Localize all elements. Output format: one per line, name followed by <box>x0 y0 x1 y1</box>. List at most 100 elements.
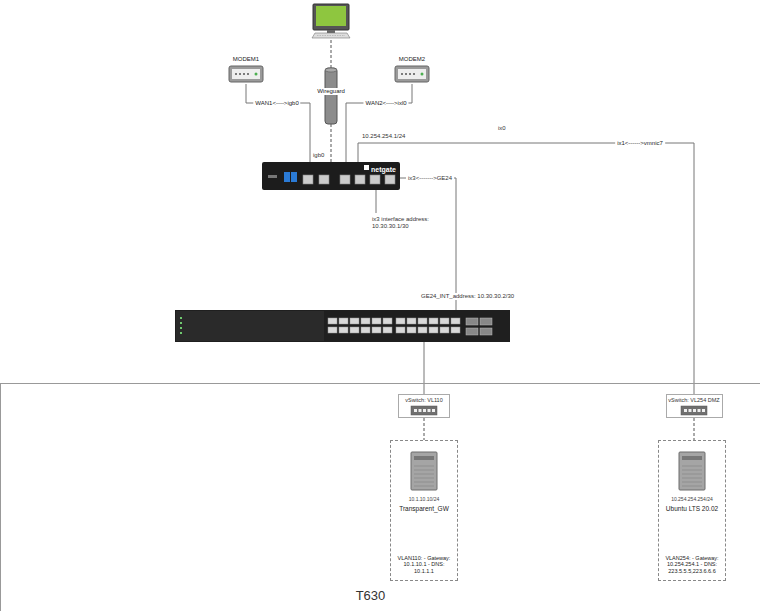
modem-icon <box>395 66 429 82</box>
node-text: Transparent_GW <box>396 505 452 512</box>
switch-port <box>480 318 492 325</box>
vswitch-icon <box>698 409 701 412</box>
modem-icon <box>421 73 424 76</box>
switch-port <box>339 327 348 333</box>
node-text: MODEM1 <box>226 56 266 63</box>
switch-port <box>361 318 370 324</box>
switch-port <box>350 318 359 324</box>
vswitch-icon <box>689 409 692 412</box>
connector <box>694 418 695 440</box>
label-anchor: 10.254.254.1/24 <box>362 133 405 140</box>
server-icon <box>679 452 705 490</box>
switch-port <box>383 327 392 333</box>
server-icon <box>682 474 702 475</box>
port-label: ix3 interface address: 10.30.30.1/30 <box>372 216 438 230</box>
modem-icon <box>395 66 429 82</box>
computer-icon <box>317 35 345 36</box>
server-icon <box>682 486 702 487</box>
router-device <box>291 172 297 182</box>
switch-port <box>418 318 427 324</box>
label-anchor: ix0 <box>498 125 506 132</box>
switch-port <box>440 318 449 324</box>
switch-device <box>175 310 510 342</box>
switch-device <box>180 317 182 319</box>
switch-port <box>396 327 405 333</box>
connector <box>358 143 694 394</box>
node-text: VLAN254: - Gateway: 10.254.254.1 - DNS: … <box>664 555 720 574</box>
computer-icon <box>327 30 335 33</box>
host-region: T630vSwitch: VL11010.1.10.10/24Transpare… <box>0 383 760 611</box>
router-device <box>284 172 290 182</box>
edge-label: WAN2<---->ixl0 <box>363 100 408 107</box>
vswitch-icon <box>702 409 705 412</box>
tunnel-node: Wireguard <box>316 68 346 124</box>
server-icon <box>414 456 434 460</box>
router-node: netgate <box>262 162 400 190</box>
modem-icon <box>229 66 263 82</box>
modem-icon <box>232 69 260 79</box>
node-text: MODEM2 <box>392 56 432 63</box>
server-icon <box>414 470 434 471</box>
label-anchor: igb0 <box>313 152 324 159</box>
switch-port <box>339 318 348 324</box>
modem-icon <box>398 69 426 79</box>
router-port <box>355 175 365 184</box>
server-icon <box>414 466 434 467</box>
port-label: igb0 <box>313 152 324 159</box>
node-text: 10.254.254.254/24 <box>664 497 720 503</box>
label-anchor: GE24_INT_address: 10.30.30.2/30 <box>419 293 516 300</box>
modem-icon <box>229 66 263 82</box>
port-label: 10.254.254.1/24 <box>362 133 405 140</box>
switch-port <box>480 328 492 335</box>
vswitch-icon <box>681 406 707 415</box>
switch-port <box>396 318 405 324</box>
node-text: netgate <box>371 166 400 174</box>
modem-icon <box>405 73 407 75</box>
connector <box>246 84 310 162</box>
trunk-line <box>424 342 425 394</box>
switch-device <box>180 322 182 324</box>
server-icon <box>682 470 702 471</box>
server-icon <box>414 486 434 487</box>
port-label: ix0 <box>498 125 506 132</box>
label-anchor: WAN1<---->igb0 <box>253 100 300 107</box>
modem-icon <box>255 73 258 76</box>
label-anchor: ix3<------->GE24 <box>406 175 454 182</box>
vswitch-icon <box>411 406 707 415</box>
switch-port <box>383 318 392 324</box>
tunnel-line <box>331 40 332 68</box>
switch-port <box>451 327 460 333</box>
router-port <box>385 175 395 184</box>
modem-icon <box>239 73 241 75</box>
switch-port <box>328 327 337 333</box>
computer-icon <box>312 4 350 38</box>
label-anchor: ix3 interface address: 10.30.30.1/30 <box>372 216 438 230</box>
router-port <box>319 175 329 184</box>
server-icon <box>414 478 434 479</box>
router-port <box>370 175 380 184</box>
switch-port <box>466 328 478 335</box>
port-label: ix3<------->GE24 <box>406 175 454 182</box>
node-text: vSwitch: VL110 <box>399 397 449 403</box>
node-text: 10.1.10.10/24 <box>396 497 452 503</box>
switch-port <box>418 327 427 333</box>
modem-node: MODEM2 <box>392 56 432 84</box>
switch-port <box>429 327 438 333</box>
modem-icon <box>235 73 237 75</box>
modem-icon <box>247 73 249 75</box>
modem-icon <box>413 73 415 75</box>
server-icon <box>411 452 437 490</box>
connector <box>424 418 425 440</box>
uplink-line <box>400 178 456 310</box>
server-icon <box>682 466 702 467</box>
vm-box: 10.1.10.10/24Transparent_GWVLAN110: - Ga… <box>390 440 458 581</box>
switch-port <box>372 318 381 324</box>
switch-port <box>429 318 438 324</box>
modem-icon <box>401 73 403 75</box>
vswitch-icon <box>419 409 422 412</box>
server-icon <box>682 478 702 479</box>
